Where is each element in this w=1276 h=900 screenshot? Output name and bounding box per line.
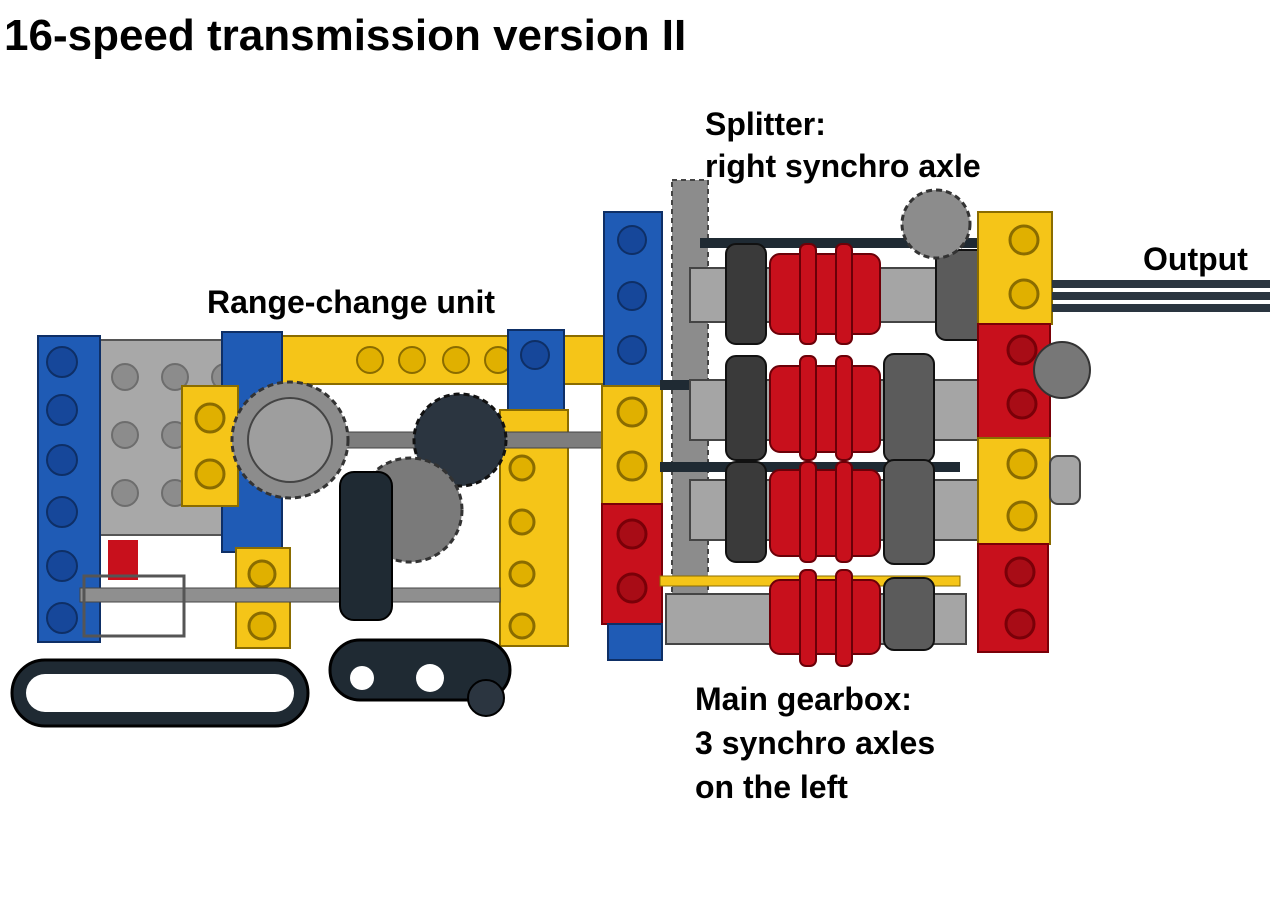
range-change-unit [10, 329, 611, 728]
synchro-row-2 [689, 353, 981, 463]
synchro-row-4 [665, 569, 967, 667]
synchro-row-1 [689, 243, 995, 345]
main-gearbox [601, 179, 1091, 667]
output-label: Output [1143, 241, 1248, 277]
main-gearbox-label-line3: on the left [695, 769, 848, 805]
diagram-title: 16-speed transmission version II [4, 11, 687, 60]
splitter-label-line1: Splitter: [705, 106, 826, 142]
synchro-row-3 [689, 459, 981, 565]
splitter-label-line2: right synchro axle [705, 148, 981, 184]
output-axle [1052, 280, 1270, 312]
range-change-label: Range-change unit [207, 284, 496, 320]
main-gearbox-label-line2: 3 synchro axles [695, 725, 936, 761]
main-gearbox-label-line1: Main gearbox: [695, 681, 912, 717]
